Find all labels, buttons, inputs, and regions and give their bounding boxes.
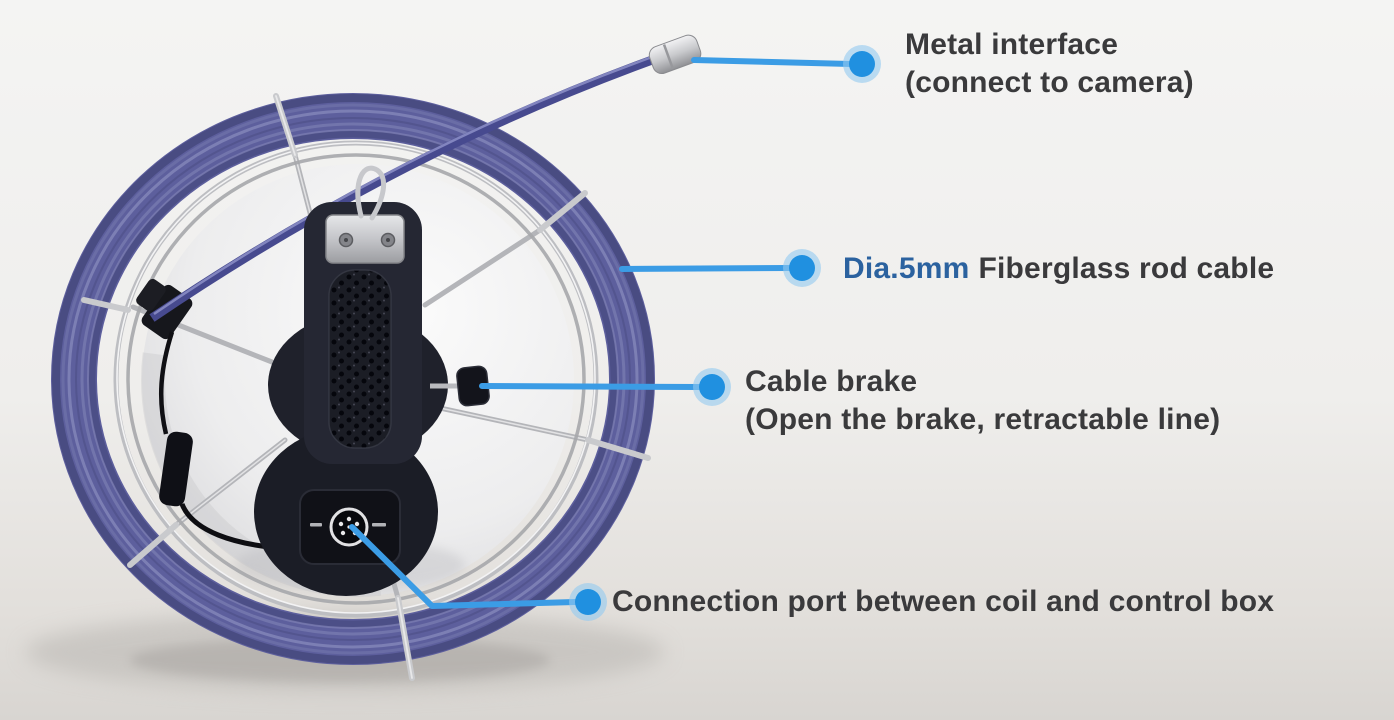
handle-plate (325, 214, 405, 264)
label-line: Fiberglass rod cable (978, 252, 1275, 285)
callout-dot-metal-interface (843, 45, 881, 83)
label-line: Metal interface (905, 28, 1119, 61)
label-line: Connection port between coil and control… (612, 585, 1275, 618)
label-metal-interface: Metal interface (connect to camera) (905, 26, 1194, 102)
callout-line-cable-brake (479, 383, 702, 390)
callout-line-metal-interface (691, 57, 854, 67)
cable-coil (51, 93, 655, 665)
handle-grip (328, 269, 392, 449)
label-cable-brake: Cable brake (Open the brake, retractable… (745, 363, 1220, 439)
callout-line-fiberglass-cable (619, 265, 792, 272)
callout-dot-fiberglass-cable (783, 249, 821, 287)
callout-dot-connection-port (569, 583, 607, 621)
frame-clips (81, 93, 651, 681)
frame-rings (113, 140, 599, 618)
label-line: (connect to camera) (905, 66, 1194, 99)
label-highlight: Dia.5mm (843, 252, 970, 285)
callout-line-connection-port (349, 524, 578, 609)
label-connection-port: Connection port between coil and control… (612, 583, 1274, 621)
metal-interface-tip (648, 34, 702, 75)
hanger-hook (355, 165, 387, 221)
callout-dot-cable-brake (693, 368, 731, 406)
callout-dots (569, 45, 881, 621)
label-line: (Open the brake, retractable line) (745, 403, 1221, 436)
callout-lines (349, 57, 854, 609)
label-line: Cable brake (745, 365, 918, 398)
fiberglass-rod (149, 50, 668, 322)
